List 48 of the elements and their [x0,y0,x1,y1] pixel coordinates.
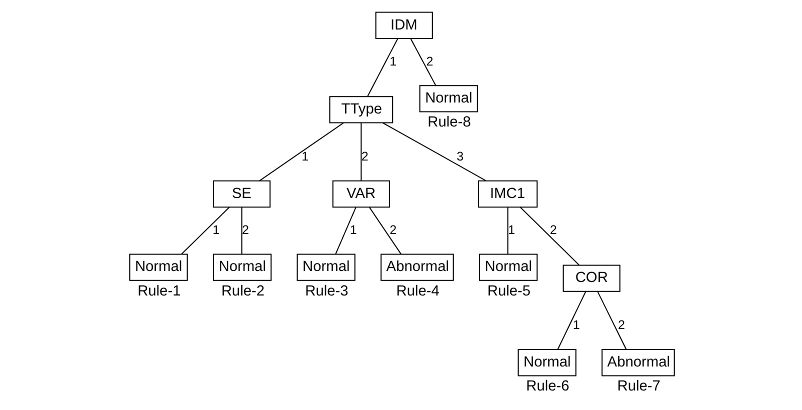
connector [258,122,344,182]
node-box: SE [212,180,270,208]
connector [360,122,362,181]
node-box: COR [562,264,620,292]
connector [334,206,356,254]
node-box: IDM [374,12,432,39]
node-label: Rule-4 [396,283,439,300]
connector [506,207,508,254]
edge-label: 2 [389,222,396,237]
connector [180,206,230,255]
node-box: Normal [517,349,576,376]
node-box: Normal [128,254,188,281]
edge-label: 2 [426,54,433,68]
edge-label: 2 [617,318,624,332]
edge-label: 2 [241,222,248,237]
edge-label: 1 [507,222,514,237]
connector [382,122,486,182]
node-label: Rule-1 [137,283,180,300]
node-label: Rule-5 [486,283,530,300]
edge-label: 1 [301,150,308,164]
edge-label: 1 [349,222,356,237]
connector [596,291,626,350]
connector [366,38,398,97]
edge-label: 2 [549,222,556,237]
connector [519,206,580,266]
node-box: Abnormal [380,254,454,281]
node-box: Normal [478,254,538,281]
node-box: Normal [212,254,272,281]
node-box: IMC1 [477,180,538,208]
node-label: Rule-8 [427,114,470,131]
node-box: Normal [296,254,355,281]
node-label: Rule-2 [220,283,264,300]
connector [240,207,242,254]
node-box: Normal [418,85,478,112]
connector [368,206,402,254]
node-label: Rule-6 [526,378,569,395]
node-box: TType [328,96,393,124]
node-label: Rule-3 [304,283,348,300]
edge-label: 1 [212,222,220,237]
connector [410,38,436,86]
edge-label: 1 [572,318,580,332]
node-box: Abnormal [601,349,674,376]
edge-label: 3 [456,150,464,164]
edge-label: 2 [360,150,368,164]
node-box: VAR [332,180,390,208]
connector [556,291,586,350]
node-label: Rule-7 [616,378,660,395]
edge-label: 1 [389,54,396,68]
